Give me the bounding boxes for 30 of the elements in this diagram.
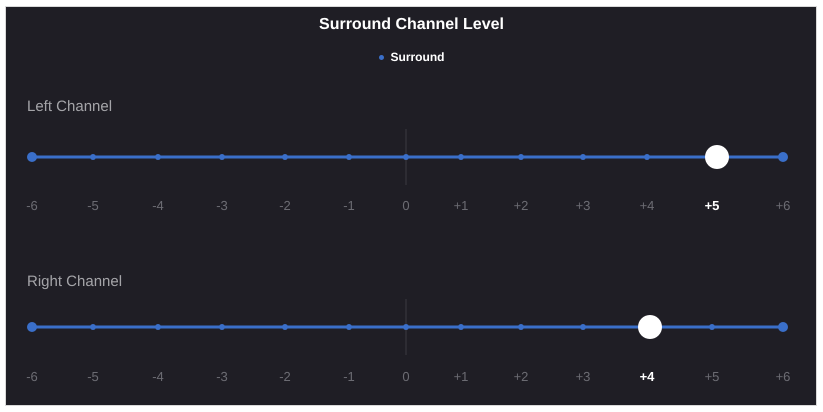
tick-label: 0	[402, 369, 410, 385]
tick-label: +5	[704, 369, 720, 385]
chart-title: Surround Channel Level	[318, 15, 505, 35]
tick-label: -4	[152, 198, 164, 214]
slider-label: Left Channel	[27, 98, 112, 116]
slider-label: Right Channel	[27, 273, 122, 291]
tick-label: +6	[776, 369, 790, 385]
tick-label: -6	[26, 369, 38, 385]
tick-label: -5	[87, 198, 99, 214]
tick-label: -1	[343, 369, 355, 385]
tick-label: +2	[514, 369, 528, 385]
tick-label: +5	[704, 198, 720, 214]
tick-label: +1	[454, 369, 468, 385]
tick-label: +4	[640, 198, 654, 214]
tick-label: +2	[514, 198, 528, 214]
tick-label: -2	[279, 198, 291, 214]
tick-label: -2	[279, 369, 291, 385]
tick-label: +4	[640, 369, 654, 385]
tick-label: +1	[454, 198, 468, 214]
tick-label: -5	[87, 369, 99, 385]
tick-label: -3	[216, 198, 228, 214]
tick-label: -6	[26, 198, 38, 214]
tick-label: +6	[776, 198, 790, 214]
legend-label: Surround	[390, 49, 444, 65]
tick-label: -1	[343, 198, 355, 214]
tick-label: 0	[402, 198, 410, 214]
tick-label: +3	[576, 198, 590, 214]
tick-label: +3	[576, 369, 590, 385]
tick-label: -4	[152, 369, 164, 385]
tick-label: -3	[216, 369, 228, 385]
